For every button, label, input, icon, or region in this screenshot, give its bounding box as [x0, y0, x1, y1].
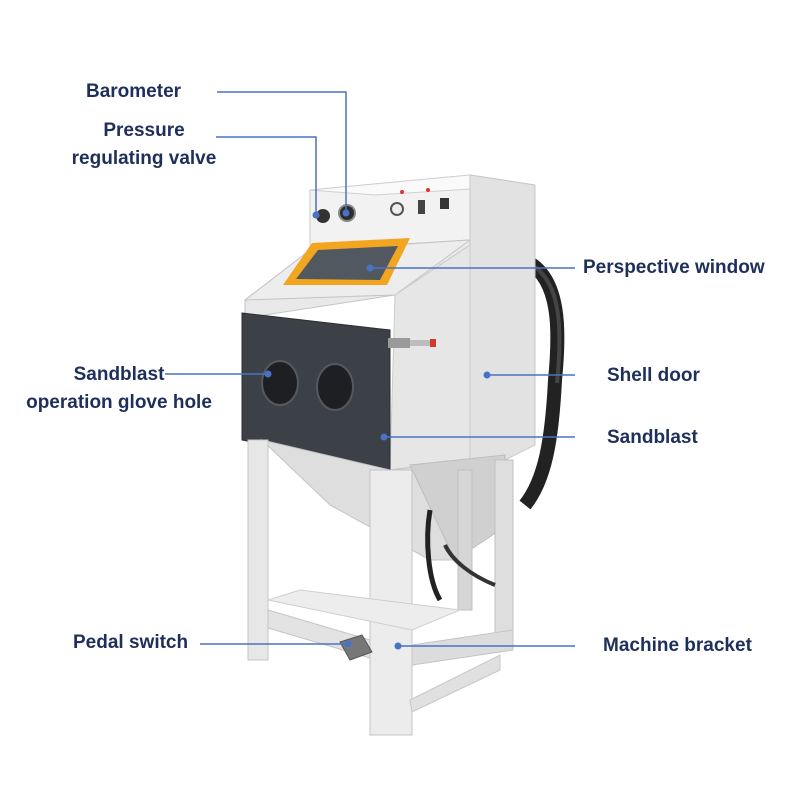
leader-lines	[165, 91, 575, 647]
label-pressure-valve: Pressure regulating valve	[60, 117, 228, 173]
leg-front-left	[247, 439, 269, 661]
bracket-base-bar	[411, 629, 514, 666]
leader-dots	[264, 209, 491, 650]
leader-pressure-valve	[216, 136, 317, 212]
label-shell-door: Shell door	[607, 365, 700, 386]
window-glass	[296, 246, 398, 280]
label-glove-hole-line1: Sandblast	[73, 364, 165, 385]
glove-hole-left	[261, 360, 299, 406]
glove-hole-right	[316, 363, 354, 411]
label-pressure-valve-line2: regulating valve	[71, 148, 217, 169]
label-machine-bracket: Machine bracket	[603, 635, 752, 656]
valve-knob	[316, 209, 330, 223]
label-glove-hole: Sandblast operation glove hole	[14, 361, 224, 417]
leader-barometer	[217, 91, 347, 210]
label-barometer: Barometer	[86, 81, 182, 102]
label-sandblast: Sandblast	[607, 427, 698, 448]
label-perspective-window: Perspective window	[583, 257, 765, 278]
label-pedal-switch: Pedal switch	[73, 632, 189, 653]
label-glove-hole-line2: operation glove hole	[26, 392, 212, 413]
label-pressure-valve-line1: Pressure	[103, 120, 185, 141]
